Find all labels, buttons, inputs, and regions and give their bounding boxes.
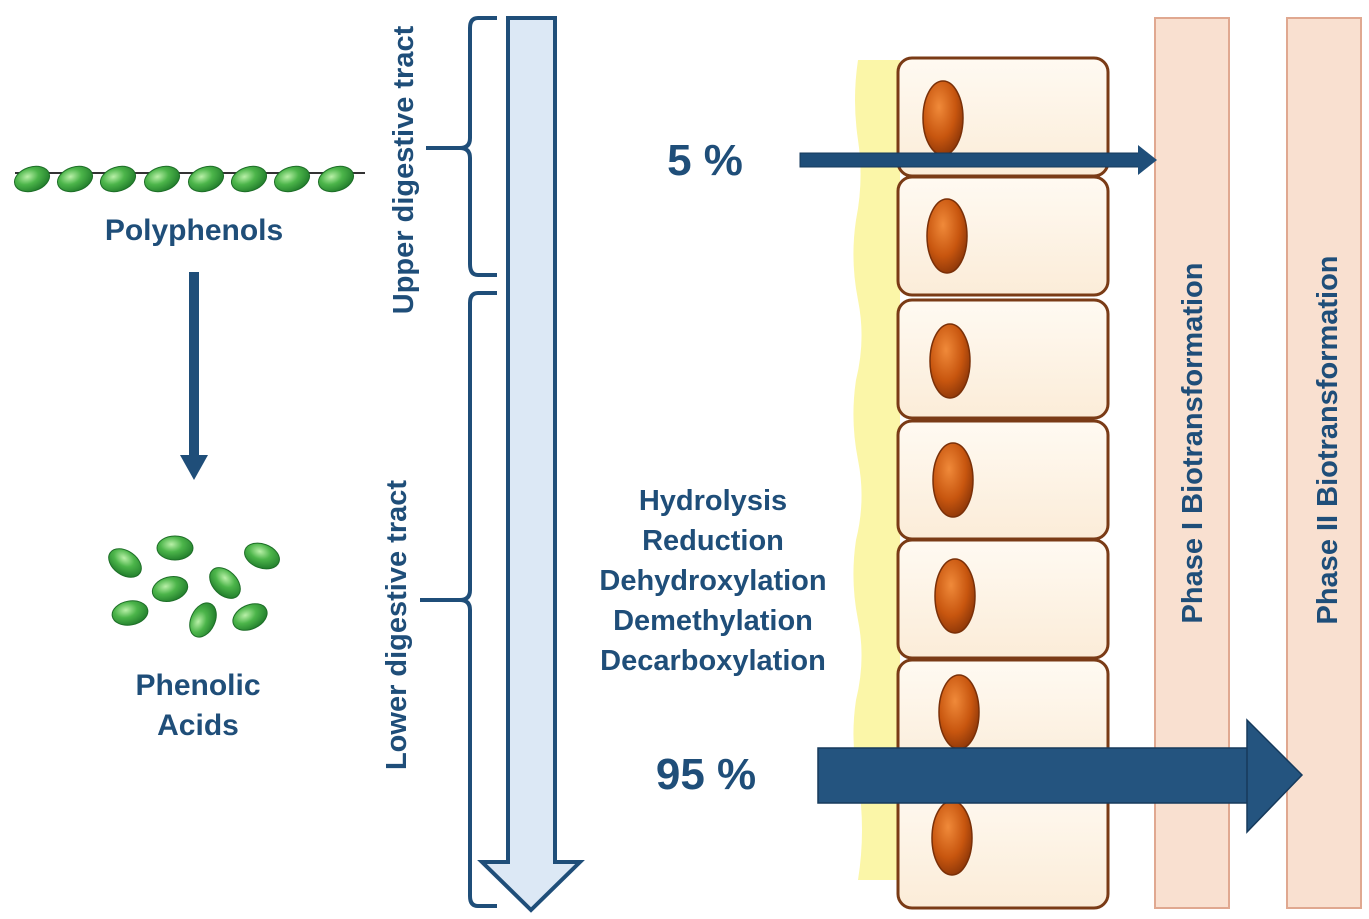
polyphenol-bead (143, 165, 181, 193)
upper-tract-brace (426, 16, 497, 277)
phenolic-acid-bead (111, 600, 149, 626)
polyphenol-bead (13, 165, 51, 193)
reaction-list: HydrolysisReductionDehydroxylationDemeth… (599, 485, 826, 677)
epithelial-cell (896, 538, 1110, 660)
polyphenol-bead (273, 165, 311, 193)
reaction-item: Demethylation (613, 605, 813, 637)
polyphenol-bead (230, 165, 268, 193)
lower-tract-label: Lower digestive tract (381, 480, 413, 770)
cell-nucleus (926, 198, 968, 274)
phenolic-acid-bead (156, 535, 194, 561)
mucus-layer (853, 60, 900, 880)
phenolic-acid-bead (232, 603, 268, 631)
absorption-arrow-small (799, 145, 1157, 175)
reaction-item: Dehydroxylation (599, 565, 826, 597)
conversion-arrow (180, 272, 208, 480)
epithelial-cell (896, 419, 1110, 541)
lower-tract-brace (420, 291, 497, 908)
phenolic-acid-bead (108, 548, 142, 578)
cell-nucleus (932, 442, 974, 518)
absorption-arrow-large (817, 718, 1304, 834)
absorption-5-percent: 5 % (667, 136, 743, 185)
reaction-item: Hydrolysis (639, 485, 787, 517)
phase2-box (1286, 17, 1362, 909)
phenolic-label-line1: Phenolic (135, 669, 260, 702)
digestive-flow-arrow (477, 16, 585, 913)
upper-tract-label: Upper digestive tract (388, 25, 420, 314)
phenolic-acid-beads (108, 535, 280, 638)
polyphenol-bead (56, 165, 94, 193)
polyphenols-label: Polyphenols (105, 214, 283, 247)
polyphenol-chain (13, 165, 365, 193)
reaction-item: Decarboxylation (600, 645, 826, 677)
phase2-label: Phase II Biotransformation (1312, 255, 1344, 624)
polyphenol-bead (187, 165, 225, 193)
polyphenol-bead (99, 165, 137, 193)
phenolic-label-line2: Acids (157, 709, 239, 742)
cell-nucleus (922, 80, 964, 156)
cell-nucleus (938, 674, 980, 750)
polyphenol-bead (317, 165, 355, 193)
cell-nucleus (931, 800, 973, 876)
phenolic-acid-bead (244, 542, 280, 570)
phenolic-acid-bead (209, 567, 241, 599)
absorption-95-percent: 95 % (656, 750, 756, 799)
epithelial-cells (896, 56, 1110, 910)
cell-nucleus (929, 323, 971, 399)
phenolic-acid-bead (151, 576, 189, 602)
phase1-label: Phase I Biotransformation (1177, 263, 1209, 624)
phenolic-acid-bead (189, 602, 217, 638)
reaction-item: Reduction (642, 525, 784, 557)
cell-nucleus (934, 558, 976, 634)
